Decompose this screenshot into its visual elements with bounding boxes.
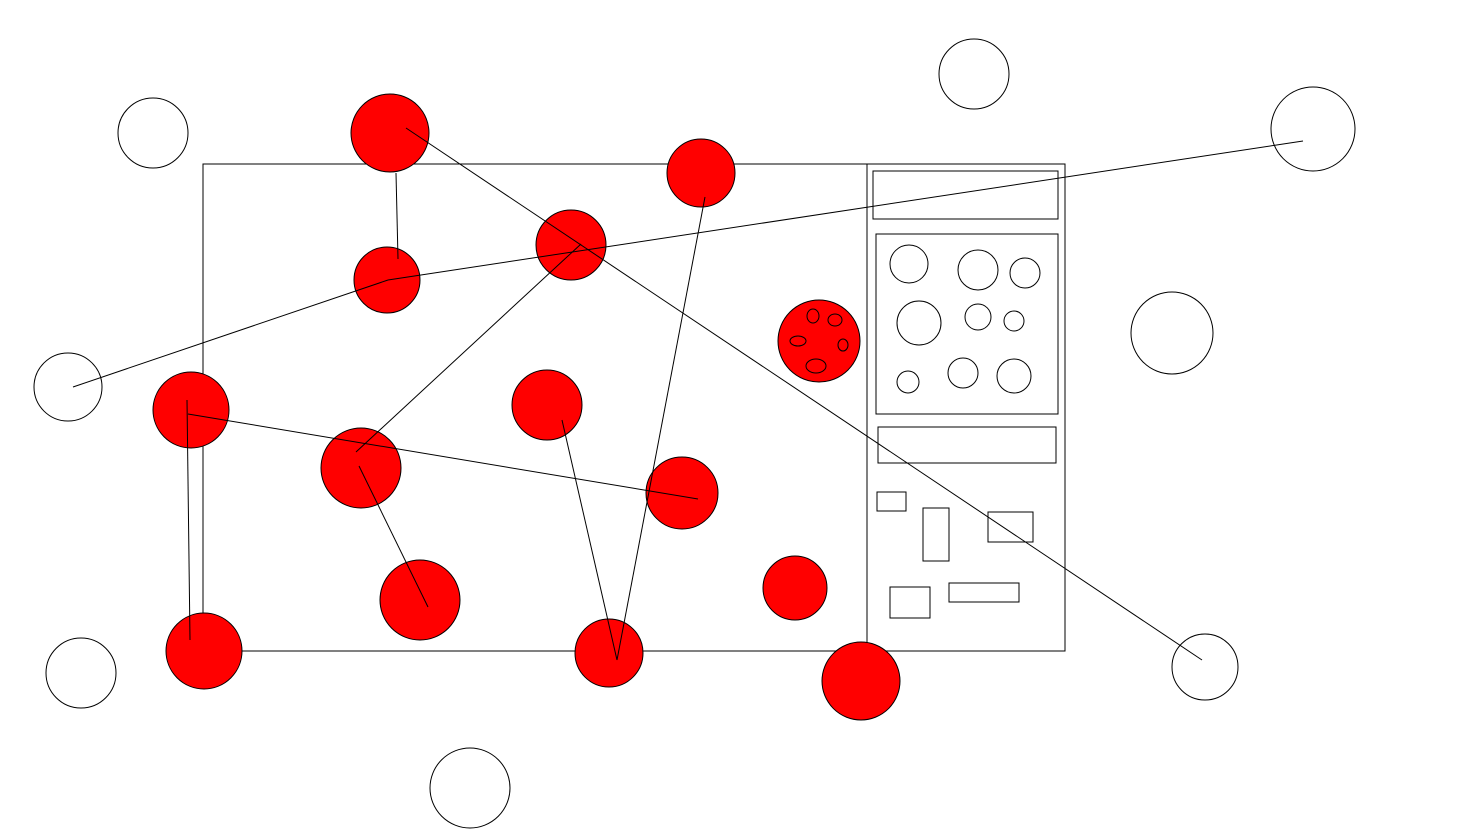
open-token[interactable] bbox=[117, 97, 189, 169]
open-tokens bbox=[33, 38, 1356, 829]
connector-line bbox=[355, 243, 582, 453]
token-spot bbox=[837, 338, 849, 352]
red-token[interactable] bbox=[574, 618, 644, 688]
tray-token[interactable] bbox=[1003, 310, 1025, 332]
connector-line bbox=[561, 419, 618, 661]
tray-token[interactable] bbox=[896, 300, 942, 346]
tray-token[interactable] bbox=[996, 358, 1032, 394]
connector-line bbox=[387, 140, 1304, 281]
panel-control[interactable] bbox=[987, 511, 1034, 543]
red-token[interactable] bbox=[762, 555, 828, 621]
panel-header-slot[interactable] bbox=[872, 170, 1059, 220]
connector-line bbox=[186, 399, 191, 641]
open-token[interactable] bbox=[33, 352, 103, 422]
red-token[interactable] bbox=[821, 641, 901, 721]
token-tray bbox=[875, 233, 1059, 415]
connector-line bbox=[72, 279, 389, 388]
open-token[interactable] bbox=[1171, 633, 1239, 701]
side-panel-frame bbox=[866, 163, 1066, 652]
connectors bbox=[72, 127, 1304, 661]
tray-token[interactable] bbox=[889, 244, 929, 284]
open-token[interactable] bbox=[938, 38, 1010, 110]
tray-token[interactable] bbox=[964, 303, 992, 331]
red-tokens bbox=[152, 93, 901, 721]
token-spot bbox=[805, 358, 827, 374]
connector-line bbox=[187, 413, 699, 500]
red-token[interactable] bbox=[350, 93, 430, 173]
connector-line bbox=[395, 172, 399, 260]
panel-status-slot[interactable] bbox=[877, 426, 1057, 464]
open-token[interactable] bbox=[429, 747, 511, 829]
panel-control[interactable] bbox=[948, 582, 1020, 603]
open-token[interactable] bbox=[1270, 86, 1356, 172]
token-spot bbox=[789, 335, 807, 347]
red-token[interactable] bbox=[320, 427, 402, 509]
tray-token[interactable] bbox=[1009, 257, 1041, 289]
tray-token[interactable] bbox=[957, 249, 999, 291]
token-spot bbox=[827, 313, 843, 327]
red-token-special[interactable] bbox=[777, 299, 861, 383]
token-spot bbox=[806, 308, 820, 324]
red-token[interactable] bbox=[152, 371, 230, 449]
connector-line bbox=[616, 196, 706, 661]
panel-control[interactable] bbox=[876, 491, 907, 512]
connector-line bbox=[358, 465, 429, 608]
tray-token[interactable] bbox=[896, 370, 920, 394]
red-token[interactable] bbox=[535, 209, 607, 281]
tray-token[interactable] bbox=[947, 357, 979, 389]
side-panel bbox=[866, 163, 1066, 652]
connector-line bbox=[405, 127, 1203, 661]
red-token[interactable] bbox=[165, 612, 243, 690]
red-token[interactable] bbox=[511, 369, 583, 441]
panel-control[interactable] bbox=[922, 507, 950, 562]
red-token[interactable] bbox=[645, 456, 719, 530]
red-token[interactable] bbox=[666, 138, 736, 208]
open-token[interactable] bbox=[45, 637, 117, 709]
panel-control[interactable] bbox=[889, 586, 931, 619]
red-token[interactable] bbox=[379, 559, 461, 641]
open-token[interactable] bbox=[1130, 291, 1214, 375]
